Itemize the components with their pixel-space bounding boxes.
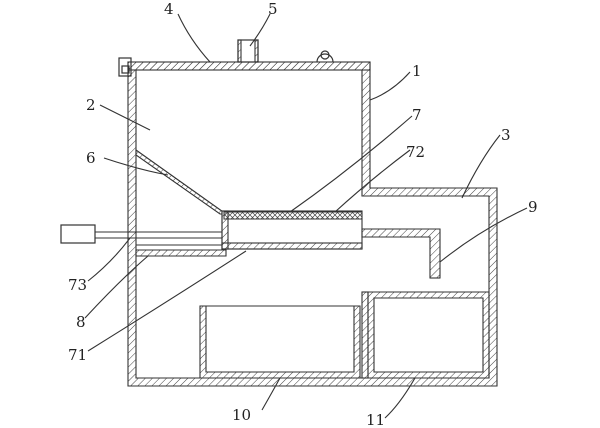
leader-lines <box>84 13 528 419</box>
label-1: 1 <box>412 62 422 80</box>
label-4: 4 <box>164 0 174 18</box>
label-71: 71 <box>68 346 87 364</box>
label-73: 73 <box>68 276 87 294</box>
label-9: 9 <box>528 198 538 216</box>
label-5: 5 <box>268 0 278 18</box>
divider-wall <box>361 291 369 379</box>
discharge-pipe <box>361 228 441 279</box>
push-rod <box>60 224 222 244</box>
right-collection-box <box>367 291 490 379</box>
label-72: 72 <box>406 143 425 161</box>
label-8: 8 <box>76 313 86 331</box>
label-10: 10 <box>232 406 251 424</box>
hinge <box>118 57 132 77</box>
guide-plate <box>135 148 228 215</box>
label-11: 11 <box>366 411 385 428</box>
top-lid <box>127 61 371 71</box>
inlet-pipe <box>237 39 259 63</box>
label-3: 3 <box>501 126 511 144</box>
filter-cylinder <box>221 210 363 250</box>
label-7: 7 <box>412 106 422 124</box>
support-plate <box>135 249 227 257</box>
part-labels: 4 5 1 2 6 7 72 3 9 73 8 71 10 11 <box>68 0 538 428</box>
label-6: 6 <box>86 149 96 167</box>
collection-box <box>199 305 361 379</box>
label-2: 2 <box>86 96 96 114</box>
lid-handle <box>316 53 334 63</box>
